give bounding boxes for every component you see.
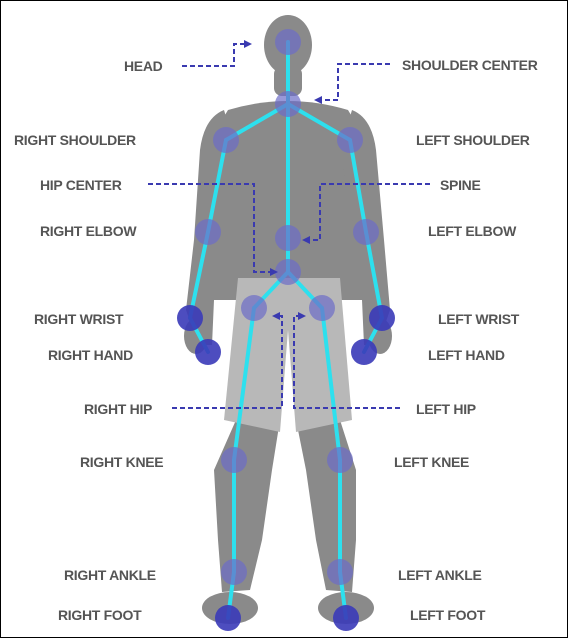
label-right-elbow: RIGHT ELBOW [40, 223, 137, 239]
joint-right-ankle [221, 559, 247, 585]
joint-right-wrist [177, 305, 203, 331]
joint-left-elbow [353, 219, 379, 245]
label-left-elbow: LEFT ELBOW [428, 223, 517, 239]
label-left-hip: LEFT HIP [416, 401, 476, 417]
label-head: HEAD [124, 58, 163, 74]
label-right-foot: RIGHT FOOT [58, 607, 142, 623]
joint-left-ankle [327, 559, 353, 585]
joint-left-shoulder [337, 127, 363, 153]
joint-head [275, 29, 301, 55]
joint-hip-center [275, 259, 301, 285]
label-right-wrist: RIGHT WRIST [34, 311, 124, 327]
label-left-ankle: LEFT ANKLE [398, 567, 482, 583]
joint-left-wrist [369, 305, 395, 331]
joint-right-foot [215, 605, 241, 631]
joint-left-foot [333, 605, 359, 631]
label-hip-center: HIP CENTER [40, 177, 122, 193]
joint-left-hand [351, 339, 377, 365]
joint-left-hip [309, 295, 335, 321]
joint-shoulder-center [275, 91, 301, 117]
joint-right-hand [195, 339, 221, 365]
label-right-hand: RIGHT HAND [48, 347, 133, 363]
leader-head [182, 44, 250, 66]
label-right-knee: RIGHT KNEE [80, 454, 163, 470]
label-right-ankle: RIGHT ANKLE [64, 567, 156, 583]
joint-right-shoulder [213, 127, 239, 153]
label-left-wrist: LEFT WRIST [438, 311, 520, 327]
label-left-foot: LEFT FOOT [410, 607, 486, 623]
joint-spine [275, 225, 301, 251]
label-shoulder-center: SHOULDER CENTER [402, 57, 538, 73]
joint-right-elbow [195, 219, 221, 245]
label-right-hip: RIGHT HIP [84, 401, 152, 417]
label-left-shoulder: LEFT SHOULDER [416, 132, 530, 148]
joint-left-knee [327, 447, 353, 473]
label-left-hand: LEFT HAND [428, 347, 505, 363]
joint-right-hip [241, 295, 267, 321]
label-spine: SPINE [440, 177, 481, 193]
label-left-knee: LEFT KNEE [394, 454, 469, 470]
label-right-shoulder: RIGHT SHOULDER [14, 132, 136, 148]
leader-shoulder-center [316, 64, 390, 100]
joint-right-knee [221, 447, 247, 473]
